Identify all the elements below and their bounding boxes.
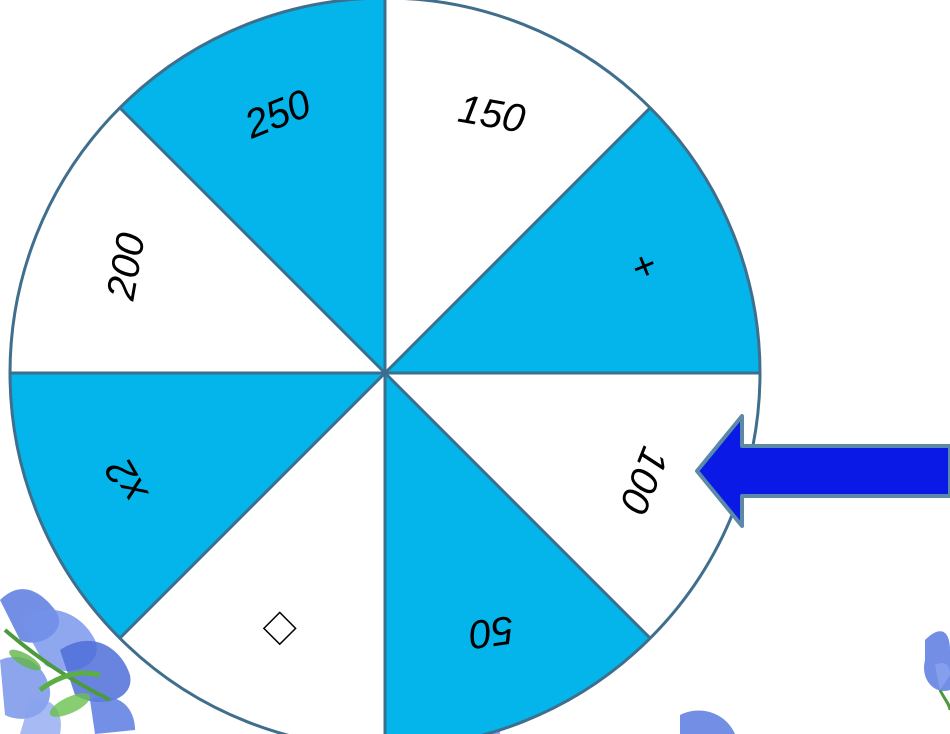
wheel-segment-label: 50 (466, 607, 516, 657)
